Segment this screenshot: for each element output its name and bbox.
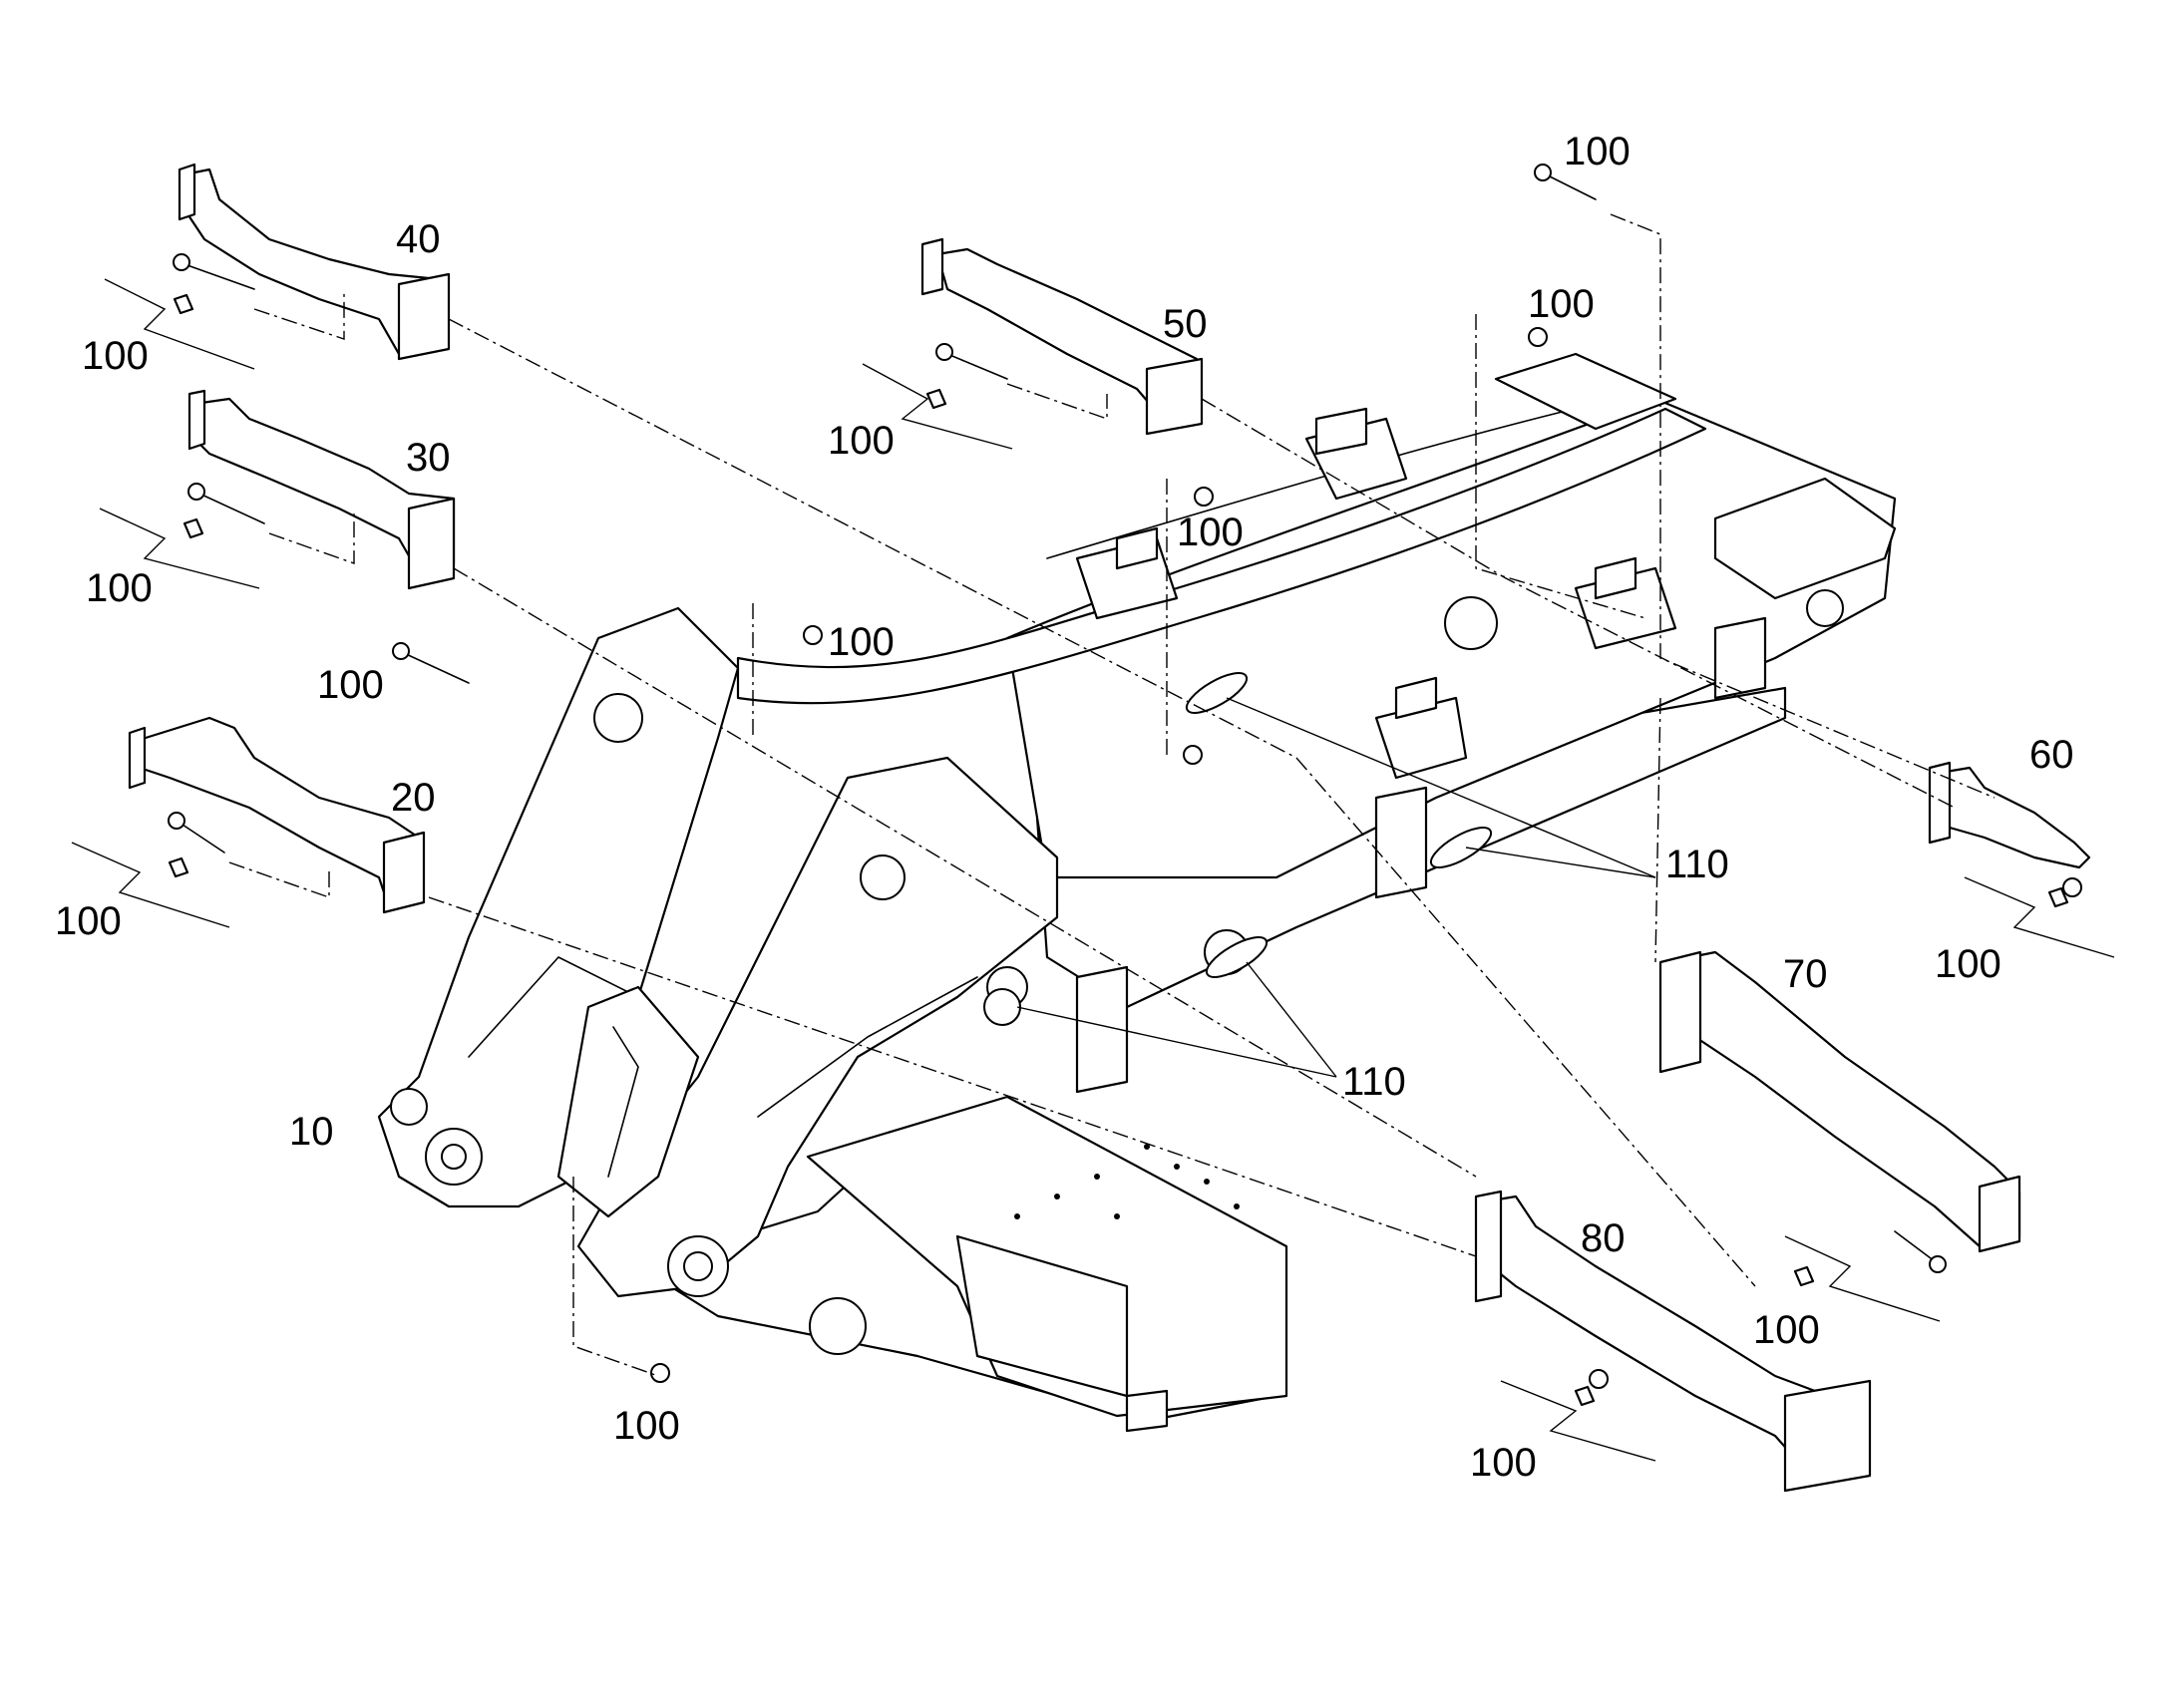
callout-100: 100 [613, 1404, 680, 1448]
callout-100: 100 [86, 566, 153, 610]
fastener-bolts [168, 164, 2082, 1407]
callout-50: 50 [1163, 302, 1208, 346]
callout-100: 100 [1753, 1308, 1820, 1352]
callout-100: 100 [1528, 282, 1595, 326]
callout-70: 70 [1783, 952, 1828, 996]
callout-100: 100 [55, 899, 122, 943]
main-frame [377, 352, 1897, 1433]
callout-80: 80 [1581, 1216, 1626, 1260]
callout-100: 100 [82, 334, 149, 378]
callout-100: 100 [1564, 130, 1631, 173]
callout-100: 100 [828, 419, 895, 463]
assembly-lines [228, 213, 1996, 1377]
callout-100: 100 [1177, 511, 1244, 554]
callout-100: 100 [317, 663, 384, 707]
callout-20: 20 [391, 776, 436, 820]
callout-100: 100 [1470, 1441, 1537, 1485]
callout-110: 110 [1665, 843, 1729, 886]
fastener-brackets [71, 278, 2115, 1462]
callout-labels: 10 20 30 40 50 60 70 80 100 100 100 100 … [55, 130, 2074, 1485]
arm-60 [1928, 761, 2091, 869]
arm-50 [920, 237, 1204, 436]
arm-40 [178, 163, 451, 361]
callout-10: 10 [289, 1110, 334, 1154]
callout-110: 110 [1342, 1060, 1406, 1104]
callout-30: 30 [406, 436, 451, 480]
callout-100: 100 [828, 620, 895, 664]
arm-30 [187, 389, 456, 590]
callout-40: 40 [396, 217, 441, 261]
arm-20 [128, 716, 426, 914]
leaders-110 [1016, 697, 1656, 1078]
arm-70 [1658, 950, 2021, 1253]
callout-60: 60 [2029, 733, 2074, 777]
arm-80 [1474, 1190, 1872, 1493]
callout-100: 100 [1935, 942, 2001, 986]
